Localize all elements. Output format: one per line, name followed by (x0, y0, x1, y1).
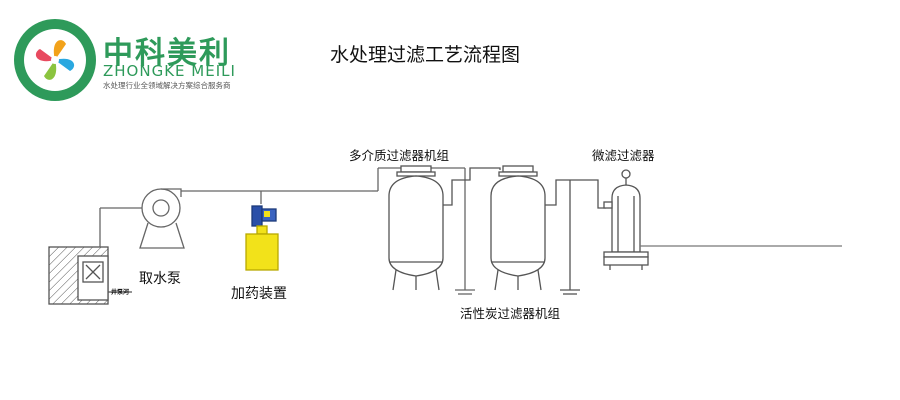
media-filter-label: 多介质过滤器机组 (349, 148, 450, 163)
media-filter-tank (388, 165, 501, 291)
logo-name-en: ZHONGKE MEILI (103, 62, 236, 80)
dosing-unit (245, 191, 279, 271)
logo-name-cn: 中科美利 (103, 36, 231, 71)
micro-filter (603, 169, 842, 270)
logo-pinwheel-icon (35, 40, 75, 80)
micro-filter-label: 微滤过滤器 (592, 148, 655, 163)
intake-tank-tag: 井泵河 (111, 289, 130, 296)
pump-label: 取水泵 (139, 271, 181, 287)
carbon-filter-label: 活性炭过滤器机组 (460, 306, 561, 321)
logo-slogan: 水处理行业全领域解决方案综合服务商 (103, 81, 231, 90)
dosing-label: 加药装置 (231, 286, 287, 302)
intake-tank (48, 246, 132, 305)
diagram-title: 水处理过滤工艺流程图 (330, 44, 521, 66)
pipe-media-inlet (372, 167, 475, 295)
intake-pump (99, 188, 372, 249)
carbon-filter-tank (490, 165, 606, 295)
